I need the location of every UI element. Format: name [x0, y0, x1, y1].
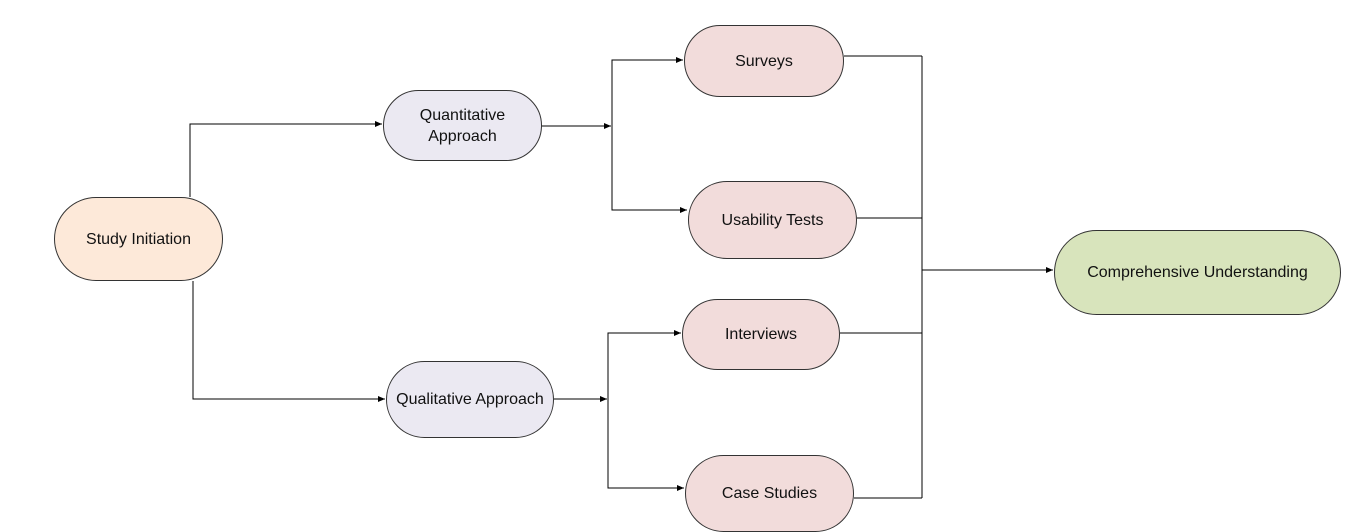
qualitative-label: Qualitative Approach — [396, 391, 544, 408]
edge-study-to-quantitative — [189, 121, 382, 197]
qualitative-approach-node[interactable]: Qualitative Approach — [386, 361, 554, 438]
usability-tests-label: Usability Tests — [721, 211, 824, 229]
surveys-label: Surveys — [735, 52, 793, 70]
study-initiation-node[interactable]: Study Initiation — [54, 197, 223, 281]
comprehensive-understanding-node[interactable]: Comprehensive Understanding — [1054, 230, 1341, 315]
case-studies-node[interactable]: Case Studies — [685, 455, 854, 532]
quantitative-label-line2: Approach — [428, 127, 497, 145]
edge-split-to-surveys — [611, 57, 683, 126]
interviews-label: Interviews — [724, 326, 798, 343]
edge-split-to-interviews — [607, 330, 681, 399]
edge-split-to-case-studies — [607, 399, 684, 491]
comprehensive-understanding-label: Comprehensive Understanding — [1087, 264, 1308, 281]
interviews-node[interactable]: Interviews — [682, 299, 840, 370]
case-studies-label: Case Studies — [721, 485, 818, 502]
edge-split-to-usability-tests — [611, 126, 687, 213]
study-initiation-label: Study Initiation — [86, 230, 191, 248]
quantitative-approach-node[interactable]: Quantitative Approach — [383, 90, 542, 161]
edge-study-to-qualitative — [192, 281, 385, 402]
surveys-node[interactable]: Surveys — [684, 25, 844, 97]
quantitative-label-line1: Quantitative — [419, 106, 506, 124]
usability-tests-node[interactable]: Usability Tests — [688, 181, 857, 259]
